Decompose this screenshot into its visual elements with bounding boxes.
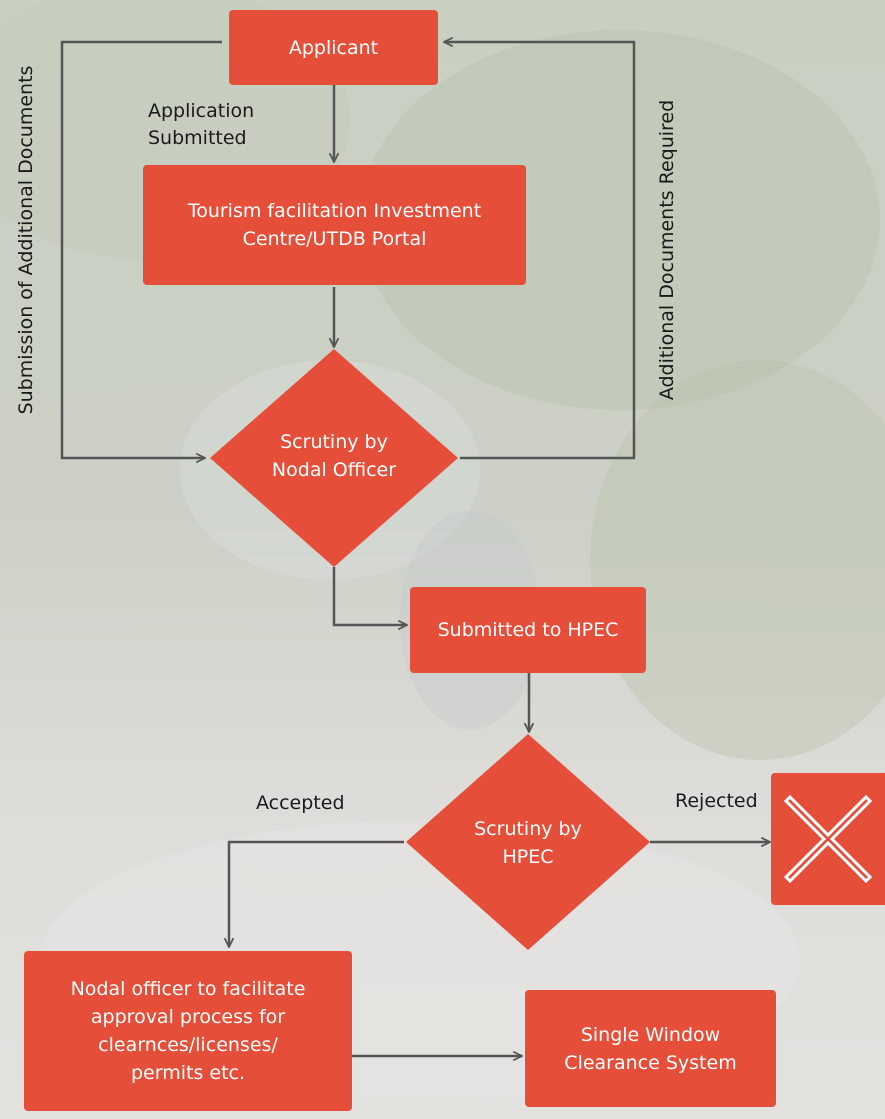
rejected-box [771, 773, 885, 905]
submitted-hpec-label: Submitted to HPEC [437, 619, 619, 641]
additional-required-label: Additional Documents Required [656, 99, 678, 401]
portal-label-line1: Tourism facilitation Investment [187, 200, 482, 222]
submission-additional-label: Submission of Additional Documents [15, 65, 37, 415]
close-x-icon [783, 794, 873, 884]
portal-label-line2: Centre/UTDB Portal [242, 228, 427, 250]
portal-box: Tourism facilitation Investment Centre/U… [143, 165, 526, 285]
rejected-label: Rejected [675, 790, 758, 812]
arrow-submission-additional [60, 40, 222, 458]
arrow-accepted [229, 840, 404, 947]
facilitate-label-line4: permits etc. [130, 1062, 246, 1084]
nodal-scrutiny-label: Scrutiny by Nodal Officer [271, 431, 397, 481]
single-window-label-line2: Clearance System [564, 1051, 737, 1074]
single-window-box: Single Window Clearance System [525, 990, 776, 1107]
single-window-label-line1: Single Window [580, 1023, 721, 1046]
hpec-scrutiny-label: Scrutiny by HPEC [474, 818, 582, 868]
arrow-additional-required [444, 42, 636, 460]
applicant-box: Applicant [229, 10, 438, 85]
accepted-label: Accepted [256, 792, 345, 814]
facilitate-label-line1: Nodal officer to facilitate [70, 978, 306, 1000]
facilitate-box: Nodal officer to facilitate approval pro… [24, 951, 352, 1111]
application-submitted-label: Application Submitted [148, 100, 255, 149]
arrow-to-hpec [332, 567, 407, 625]
submitted-hpec-box: Submitted to HPEC [410, 587, 646, 673]
facilitate-label-line3: clearnces/licenses/ [98, 1034, 278, 1056]
applicant-label: Applicant [288, 36, 379, 59]
decision-diamond-hpec [406, 734, 650, 950]
facilitate-label-line2: approval process for [90, 1006, 286, 1028]
decision-diamond-nodal [210, 349, 458, 567]
